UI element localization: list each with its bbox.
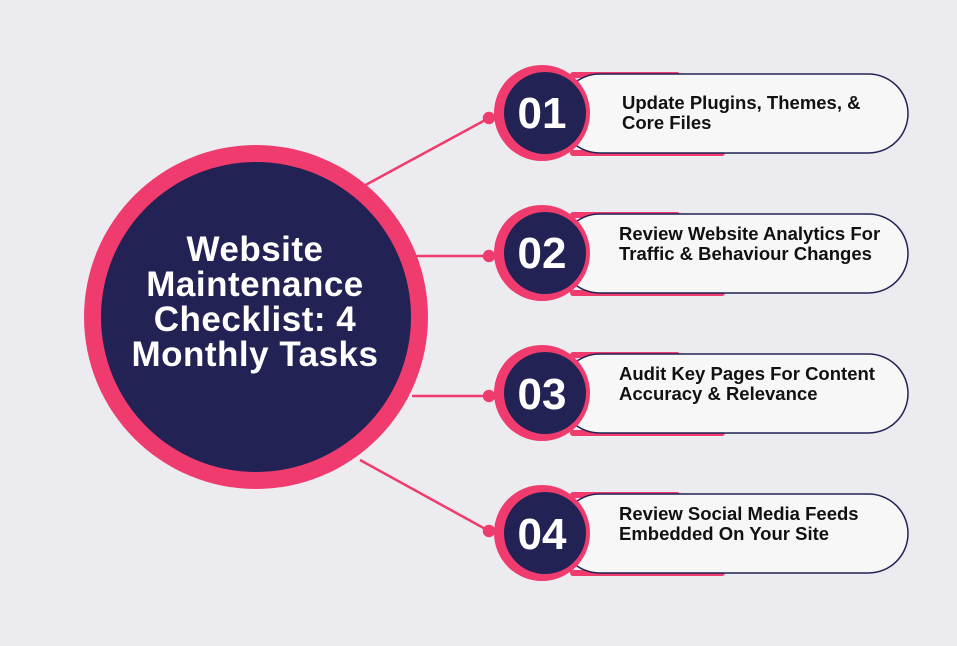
connector-dot-2 [482, 249, 496, 263]
connector-line-4 [359, 458, 490, 533]
task-number-1: 01 [517, 89, 567, 138]
connector-line-1 [359, 116, 490, 190]
page-title: Website Maintenance Checklist: 4 Monthly… [131, 230, 379, 374]
task-text-2: Review Website Analytics For Traffic & B… [619, 223, 881, 264]
connector-dot-4 [482, 524, 496, 538]
task-number-3: 03 [517, 370, 567, 419]
number-circle-1 [504, 72, 586, 154]
task-text-4: Review Social Media Feeds Embedded On Yo… [619, 503, 859, 544]
task-number-4: 04 [517, 510, 567, 559]
task-number-2: 02 [517, 229, 567, 278]
number-circle-2 [504, 212, 586, 294]
number-circle-4 [504, 492, 586, 574]
connector-dot-3 [482, 389, 496, 403]
connector-dot-1 [482, 111, 496, 125]
number-circle-3 [504, 352, 586, 434]
task-text-3: Audit Key Pages For Content Accuracy & R… [619, 363, 875, 404]
main-circle [101, 162, 411, 472]
task-text-1: Update Plugins, Themes, & Core Files [622, 92, 861, 133]
